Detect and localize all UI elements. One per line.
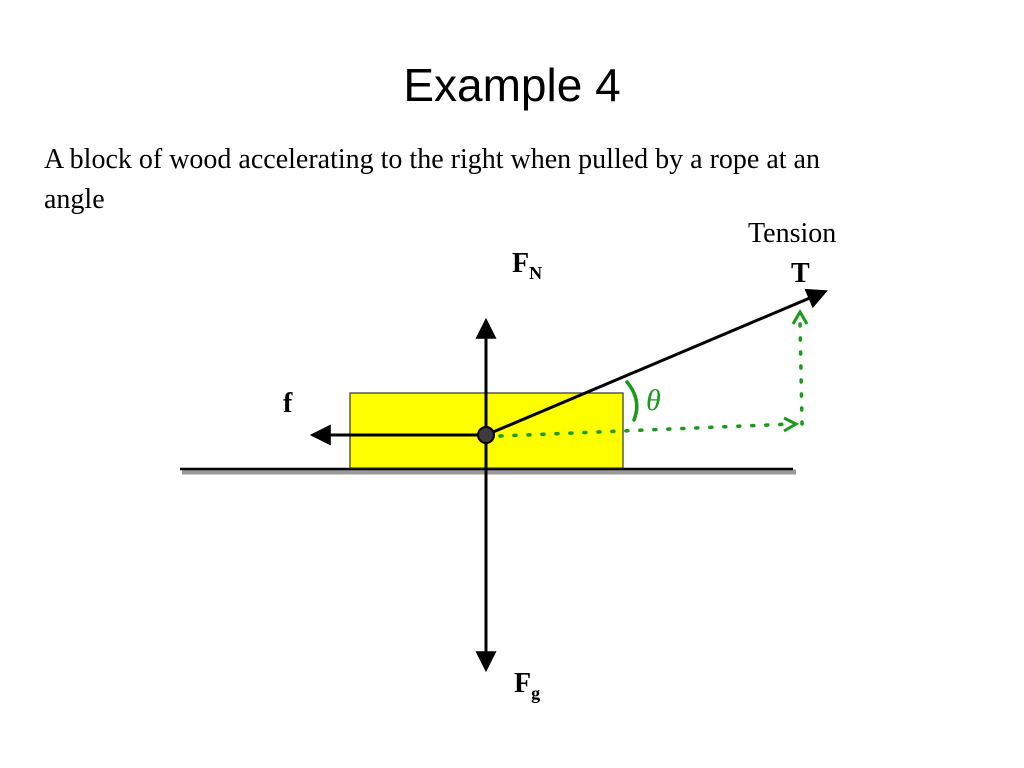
tension-word-label: Tension	[748, 218, 836, 249]
vertical-component-arrowhead	[791, 309, 809, 325]
tension-symbol-label: T	[791, 258, 810, 289]
center-point	[477, 426, 495, 444]
angle-label: θ	[646, 384, 661, 417]
normal-force-label: FN	[512, 248, 542, 283]
vertical-component-dotted	[798, 320, 804, 426]
angle-arc	[625, 380, 639, 422]
gravity-force-label: Fg	[514, 668, 540, 703]
horizontal-component-arrowhead	[783, 416, 800, 433]
friction-label: f	[283, 388, 293, 419]
tension-vector	[485, 288, 828, 437]
gravity-force-subscript: g	[531, 683, 540, 703]
normal-force-subscript: N	[529, 263, 542, 283]
slide-title: Example 4	[403, 59, 621, 111]
gravity-force-symbol: F	[514, 668, 531, 699]
slide-description: A block of wood accelerating to the righ…	[44, 144, 820, 215]
normal-force-symbol: F	[512, 248, 529, 279]
